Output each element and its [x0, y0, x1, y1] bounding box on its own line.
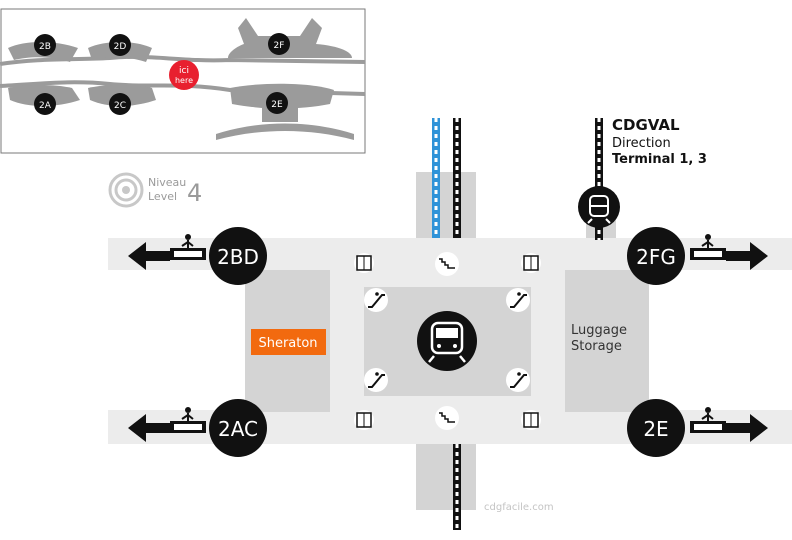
svg-text:2D: 2D [114, 42, 127, 52]
luggage-storage-block [565, 270, 649, 412]
inset-lower-walkway [0, 80, 366, 96]
inset-badge-2a: 2A [34, 93, 56, 115]
inset-badge-2e: 2E [266, 92, 288, 114]
svg-text:here: here [175, 76, 193, 85]
arrow-left-icon [128, 242, 170, 270]
svg-text:2C: 2C [114, 101, 126, 111]
inset-terminal-2e-pier [216, 123, 354, 140]
exit-badge-2bd[interactable]: 2BD [209, 227, 267, 285]
svg-text:2B: 2B [39, 42, 51, 52]
luggage-label-line2: Storage [571, 339, 622, 354]
you-are-here-marker: ici here [169, 60, 199, 90]
cdgval-title: CDGVAL [612, 116, 680, 134]
svg-text:2AC: 2AC [218, 417, 258, 441]
stairs-icon [435, 406, 459, 430]
elevator-icon [354, 410, 374, 430]
inset-badge-2d: 2D [109, 34, 131, 56]
arrow-left-icon [128, 414, 170, 442]
cdgval-direction: Direction [612, 136, 671, 151]
elevator-icon [521, 253, 541, 273]
escalator-icon [506, 288, 530, 312]
inset-badge-2f: 2F [268, 33, 290, 55]
elevator-icon [354, 253, 374, 273]
arrow-right-icon [726, 242, 768, 270]
tram-icon [578, 186, 620, 228]
elevator-icon [521, 410, 541, 430]
level-indicator: Niveau Level 4 [108, 172, 202, 208]
moving-walkway-icon [690, 407, 726, 433]
inset-badge-2b: 2B [34, 34, 56, 56]
exit-badge-2fg[interactable]: 2FG [627, 227, 685, 285]
luggage-label-line1: Luggage [571, 323, 627, 338]
level-label-en: Level [148, 190, 177, 203]
inset-terminal-2f-shape [228, 18, 352, 58]
inset-badge-2c: 2C [109, 93, 131, 115]
svg-text:2BD: 2BD [217, 245, 259, 269]
moving-walkway-icon [170, 234, 206, 260]
watermark: cdgfacile.com [484, 502, 554, 513]
stairs-icon [435, 252, 459, 276]
svg-text:2E: 2E [271, 100, 283, 110]
level-target-icon [108, 172, 144, 208]
level-number: 4 [187, 179, 202, 207]
escalator-icon [506, 368, 530, 392]
overview-inset: 2B 2D 2F 2A 2C 2E ici here [0, 8, 366, 154]
escalator-icon [364, 368, 388, 392]
cdgval-destination: Terminal 1, 3 [612, 152, 707, 167]
level-label-fr: Niveau [148, 176, 186, 189]
svg-text:2A: 2A [39, 101, 52, 111]
svg-text:2FG: 2FG [636, 245, 676, 269]
rail-shaft-bottom [416, 440, 476, 510]
svg-text:2E: 2E [643, 417, 668, 441]
rail-shaft-top [416, 172, 476, 242]
escalator-icon [364, 288, 388, 312]
moving-walkway-icon [690, 234, 726, 260]
train-icon [417, 311, 477, 371]
arrow-right-icon [726, 414, 768, 442]
exit-badge-2e[interactable]: 2E [627, 399, 685, 457]
svg-text:ici: ici [179, 66, 189, 76]
sheraton-label: Sheraton [258, 336, 317, 351]
sheraton-label-box [251, 329, 326, 355]
exit-badge-2ac[interactable]: 2AC [209, 399, 267, 457]
svg-text:2F: 2F [274, 41, 285, 51]
moving-walkway-icon [170, 407, 206, 433]
inset-upper-walkway [0, 54, 366, 66]
